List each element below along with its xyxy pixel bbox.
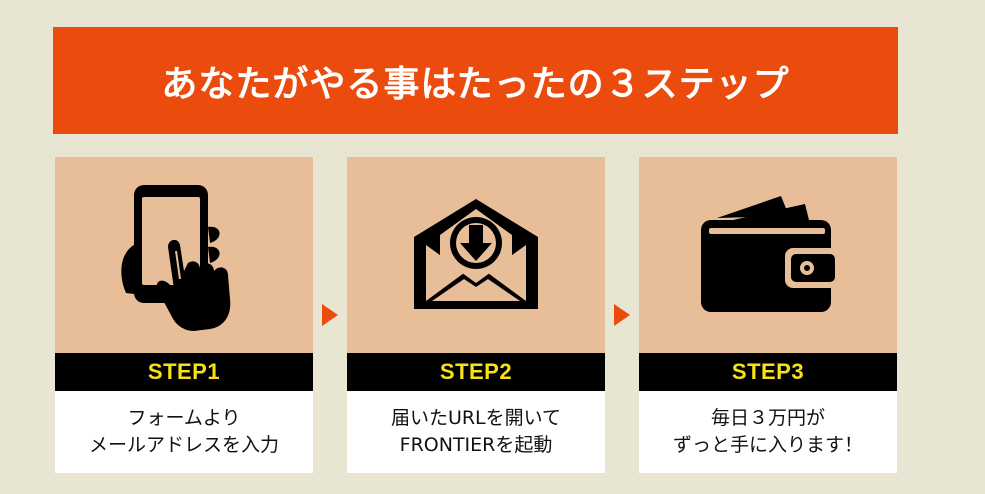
step-1-icon-area	[55, 157, 313, 353]
wallet-icon	[693, 190, 843, 320]
step-2-line-1: 届いたURLを開いて	[390, 407, 562, 429]
step-2-line-2: FRONTIERを起動	[399, 434, 553, 456]
step-1-line-1: フォームより	[127, 407, 241, 429]
step-3-label: STEP3	[731, 359, 805, 384]
step-3-line-1: 毎日３万円が	[710, 407, 825, 429]
step-card-2: STEP2 届いたURLを開いて FRONTIERを起動	[347, 157, 605, 473]
step-2-icon-area	[347, 157, 605, 353]
step-1-label: STEP1	[147, 359, 221, 384]
title-banner: あなたがやる事はたったの３ステップ	[53, 27, 898, 134]
step-3-icon-area	[639, 157, 897, 353]
step-1-line-2: メールアドレスを入力	[88, 434, 279, 456]
smartphone-tap-icon	[114, 175, 254, 335]
step-card-1: STEP1 フォームより メールアドレスを入力	[55, 157, 313, 473]
step-1-description: フォームより メールアドレスを入力	[55, 391, 313, 473]
step-2-label: STEP2	[439, 359, 513, 384]
step-card-3: STEP3 毎日３万円が ずっと手に入ります！	[639, 157, 897, 473]
step-2-description: 届いたURLを開いて FRONTIERを起動	[347, 391, 605, 473]
step-3-line-2: ずっと手に入ります！	[672, 434, 863, 456]
step-1-bar: STEP1	[55, 353, 313, 391]
next-arrow-icon	[322, 304, 338, 326]
envelope-download-icon	[406, 195, 546, 315]
step-3-bar: STEP3	[639, 353, 897, 391]
banner-title: あなたがやる事はたったの３ステップ	[161, 63, 790, 105]
step-2-bar: STEP2	[347, 353, 605, 391]
next-arrow-icon	[614, 304, 630, 326]
step-3-description: 毎日３万円が ずっと手に入ります！	[639, 391, 897, 473]
